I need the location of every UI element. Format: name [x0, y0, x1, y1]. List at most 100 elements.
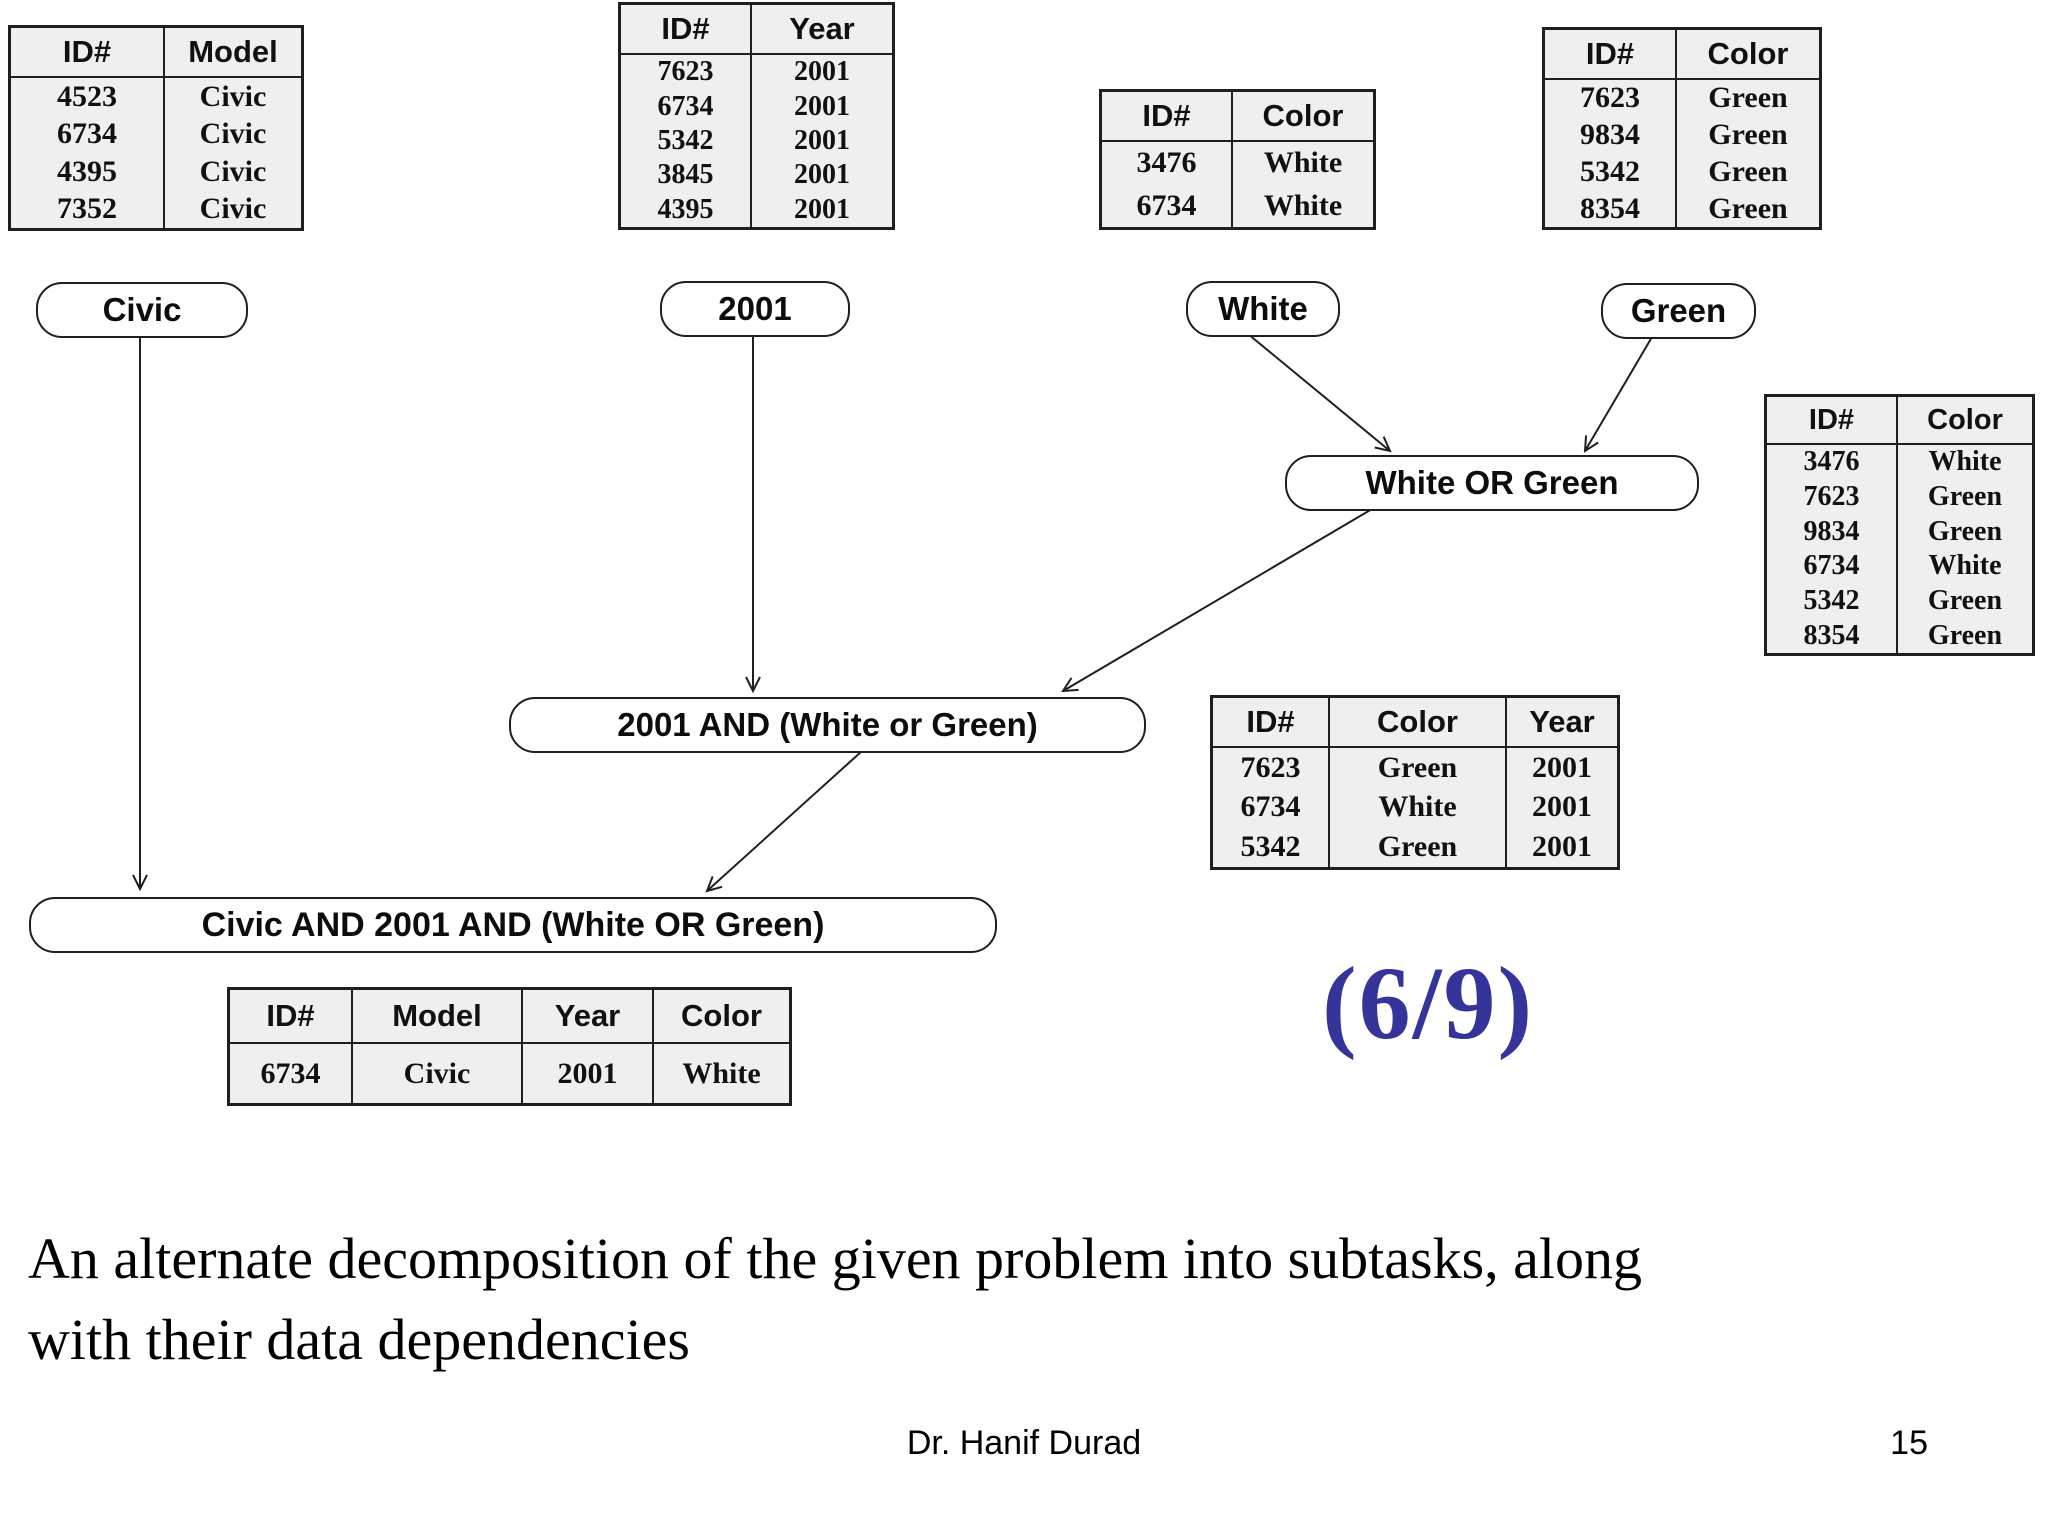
table-cell: 7623: [1240, 750, 1301, 784]
table-cell: Civic: [163, 152, 303, 191]
table-cell: 5342: [1580, 154, 1640, 188]
column-header: Color: [1675, 28, 1821, 80]
node-civic: Civic: [36, 282, 248, 338]
column-header: ID#: [228, 988, 352, 1044]
table-row: 5342 2001: [620, 123, 894, 159]
table-cell: 8354: [1580, 191, 1640, 225]
table-cell: Green: [1896, 514, 2034, 549]
node-label: White OR Green: [1365, 464, 1619, 501]
caption: An alternate decomposition of the given …: [28, 1218, 1988, 1380]
node-label: Green: [1630, 292, 1727, 329]
table-cell: Green: [1675, 190, 1821, 229]
table-cell: 2001: [521, 1043, 653, 1105]
column-header: Color: [1896, 395, 2034, 445]
table-cell: 7623: [657, 56, 714, 88]
header-row: ID#Color: [1543, 28, 1821, 80]
table-cell: 6734: [260, 1056, 321, 1090]
column-header: ID#: [1765, 395, 1897, 445]
table-cell: Civic: [163, 77, 303, 116]
node-2001: 2001: [660, 281, 850, 337]
table-cell: 2001: [1505, 827, 1619, 869]
table-cell: 6734: [1240, 790, 1301, 824]
table-cell: Green: [1896, 618, 2034, 655]
table-cell: 2001: [750, 192, 894, 229]
table-cell: White: [1896, 444, 2034, 480]
table-cell: 6734: [1803, 550, 1860, 582]
table-cell: Civic: [163, 115, 303, 153]
node-2001-and-white-or-green: 2001 AND (White or Green): [509, 697, 1146, 753]
table-row: 9834 Green: [1766, 514, 2034, 549]
arrow-or-to-and: [1061, 508, 1373, 693]
header-row: ID#Color: [1100, 90, 1375, 142]
table-cell: Green: [1896, 583, 2034, 619]
table-row: 6734 White: [1766, 548, 2034, 584]
table-cell: 5342: [1803, 584, 1860, 616]
footer-page-number: 15: [1890, 1424, 1928, 1462]
footer-author: Dr. Hanif Durad: [906, 1424, 1142, 1462]
table-row: 3476 White: [1101, 141, 1375, 185]
header-row: ID#Year: [619, 3, 894, 55]
table-cell: 6734: [657, 90, 714, 122]
table-cell: Green: [1675, 153, 1821, 191]
table-cell: 2001: [1505, 787, 1619, 828]
table-cell: 7623: [1580, 81, 1640, 115]
header-row: ID#Model: [9, 26, 303, 78]
table-cell: White: [652, 1043, 791, 1105]
table-cell: White: [1231, 184, 1375, 229]
arrow-green-to-or: [1583, 336, 1653, 453]
arrow-and-to-final: [705, 750, 863, 893]
caption-line-2: with their data dependencies: [28, 1307, 690, 1373]
node-white: White: [1186, 281, 1340, 337]
node-label: White: [1218, 290, 1308, 327]
table-cell: 4523: [57, 79, 117, 113]
table-cell: Civic: [351, 1043, 522, 1105]
table-cell: 5342: [1240, 830, 1301, 864]
column-header: ID#: [9, 26, 164, 78]
table-cell: 9834: [1580, 118, 1640, 152]
column-header: Color: [652, 988, 791, 1044]
column-header: ID#: [1543, 28, 1676, 80]
table-cell: 2001: [1505, 747, 1619, 788]
column-header: Color: [1231, 90, 1375, 142]
table-row: 9834 Green: [1544, 116, 1821, 154]
table-cell: 2001: [750, 123, 894, 159]
table-cell: 9834: [1803, 515, 1860, 547]
column-header: Color: [1328, 696, 1506, 748]
column-header: ID#: [1211, 696, 1329, 748]
table-cell: White: [1231, 141, 1375, 185]
table-row: 8354 Green: [1544, 190, 1821, 229]
table-cell: 8354: [1803, 619, 1860, 651]
node-white-or-green: White OR Green: [1285, 455, 1699, 511]
table-cell: 3845: [657, 159, 714, 191]
column-header: Year: [521, 988, 653, 1044]
table-cell: Green: [1675, 79, 1821, 117]
node-green: Green: [1601, 283, 1756, 339]
column-header: ID#: [1100, 90, 1232, 142]
table-row: 5342 Green: [1766, 583, 2034, 619]
column-header: Model: [351, 988, 522, 1044]
table-cell: 3476: [1136, 146, 1197, 180]
node-civic-and-2001-and-white-or-green: Civic AND 2001 AND (White OR Green): [29, 897, 997, 953]
table-cell: 5342: [657, 124, 714, 156]
table-cell: White: [1896, 548, 2034, 584]
table-cell: Green: [1675, 116, 1821, 154]
table-cell: 2001: [750, 89, 894, 124]
node-label: 2001 AND (White or Green): [617, 706, 1038, 743]
